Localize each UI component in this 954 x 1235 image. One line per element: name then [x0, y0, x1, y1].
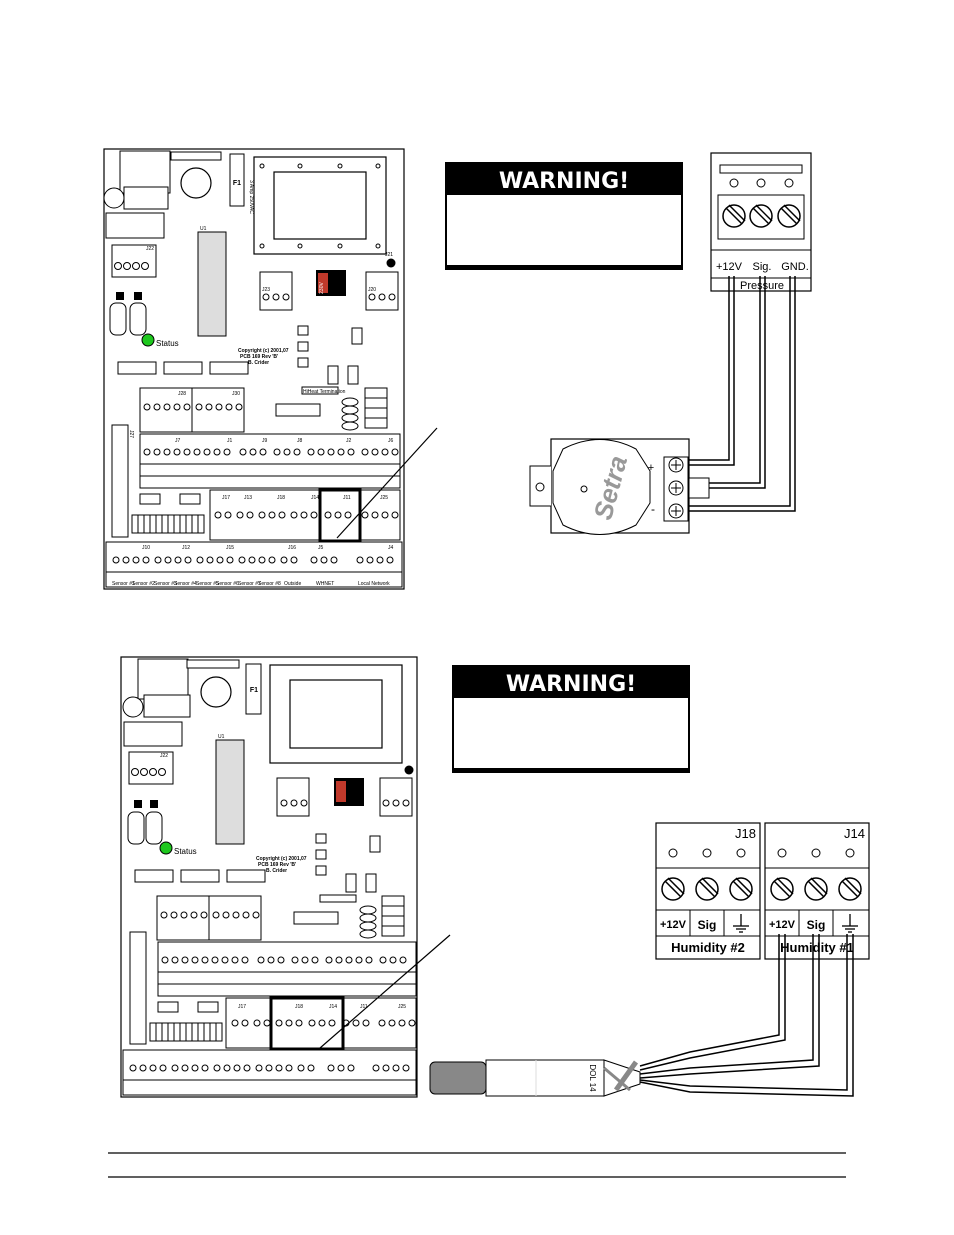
j14-sig-label: Sig — [807, 918, 826, 932]
humidity-wires — [639, 934, 854, 1097]
j11-label-bottom: J11 — [360, 1004, 368, 1010]
setra-plus-label: + — [648, 462, 654, 474]
copyright-3: B. Crider — [248, 360, 269, 366]
sensor-1-label: Sensor #1 — [112, 581, 135, 587]
status-label-bottom: Status — [174, 847, 197, 856]
j15-label: J15 — [226, 545, 234, 551]
sensor-4-label: Sensor #4 — [174, 581, 197, 587]
j17-label-bottom: J17 — [238, 1004, 246, 1010]
pointer-line-bottom — [319, 934, 451, 1049]
chip-label: U1 — [200, 226, 207, 232]
j20-label: J20 — [368, 287, 376, 293]
j30-label: J30 — [232, 391, 240, 397]
j28-label: J28 — [178, 391, 186, 397]
j14-title: Humidity #1 — [780, 940, 854, 955]
j11-label: J11 — [343, 495, 351, 501]
j7-label: J7 — [175, 438, 181, 444]
j1-label: J1 — [227, 438, 233, 444]
sensor-2-label: Sensor #2 — [132, 581, 155, 587]
ground-icon — [842, 914, 858, 933]
sensor-3-label: Sensor #3 — [154, 581, 177, 587]
j14-12v-label: +12V — [769, 919, 796, 931]
j9-label: J9 — [262, 438, 268, 444]
j8-label: J8 — [297, 438, 303, 444]
j18-sig-label: Sig — [698, 918, 717, 932]
warning-title-top: WARNING! — [499, 169, 629, 194]
j21-label: J21 — [385, 252, 393, 258]
j18-label-bottom: J18 — [295, 1004, 303, 1010]
pressure-title: Pressure — [740, 280, 784, 292]
setra-pressure-sensor: Setra + - — [529, 438, 710, 535]
j16-label: J16 — [288, 545, 296, 551]
j14-connector-label: J14 — [844, 826, 865, 841]
j18-label: J18 — [277, 495, 285, 501]
sensor-7-label: Sensor #7 — [238, 581, 261, 587]
ground-icon — [733, 914, 749, 933]
j25-label: J25 — [380, 495, 388, 501]
pressure-terminal-block: +12V Sig. GND. Pressure — [710, 152, 812, 292]
j6-label: J6 — [388, 438, 394, 444]
j25-label-bottom: J25 — [398, 1004, 406, 1010]
control-board-bottom: F1 U1 J22 Status Copyright (c) 2001,07 P… — [120, 656, 418, 1098]
j27-label: J27 — [128, 430, 134, 438]
copyright-3-bottom: B. Crider — [266, 868, 287, 874]
j17-label: J17 — [222, 495, 230, 501]
pointer-line-top — [336, 427, 438, 539]
j22-label-bottom: J22 — [160, 753, 168, 759]
warning-box-top: WARNING! — [445, 162, 683, 270]
j14-label: J14 — [311, 495, 319, 501]
status-label: Status — [156, 339, 179, 348]
j10-label: J10 — [142, 545, 150, 551]
whnet-label: WHNET — [316, 581, 334, 587]
j22-label: J22 — [146, 246, 154, 252]
humidity-probe: DOL 14 — [429, 1059, 641, 1097]
humidity-1-terminal-block: J14 +12V Sig Humidity #1 — [764, 822, 870, 960]
pressure-gnd-label: GND. — [781, 261, 809, 273]
j5-label: J5 — [318, 545, 324, 551]
fuse-label-bottom: F1 — [250, 687, 258, 694]
fuse-rating: 3 Amp 250VAC — [248, 180, 254, 214]
copyright-1-bottom: Copyright (c) 2001,07 — [256, 856, 307, 862]
j12-label: J12 — [182, 545, 190, 551]
warning-box-bottom: WARNING! — [452, 665, 690, 773]
status-led — [141, 333, 155, 347]
setra-minus-label: - — [651, 502, 655, 516]
pressure-wires — [682, 276, 796, 512]
hiheat-label: HiHeat Termination — [303, 389, 346, 395]
j18-12v-label: +12V — [660, 919, 687, 931]
j4-label: J4 — [388, 545, 394, 551]
outside-label: Outside — [284, 581, 301, 587]
pressure-sig-label: Sig. — [753, 261, 772, 273]
fuse-label: F1 — [233, 180, 241, 187]
j18-connector-label: J18 — [735, 826, 756, 841]
pressure-12v-label: +12V — [716, 261, 743, 273]
j23-label: J23 — [262, 287, 270, 293]
status-led-bottom — [159, 841, 173, 855]
probe-label: DOL 14 — [588, 1064, 597, 1092]
j2-label: J2 — [346, 438, 352, 444]
local-network-label: Local Network — [358, 581, 390, 587]
copyright-1: Copyright (c) 2001,07 — [238, 348, 289, 354]
j18-title: Humidity #2 — [671, 940, 745, 955]
j13-label: J13 — [244, 495, 252, 501]
sensor-5-label: Sensor #5 — [196, 581, 219, 587]
voltage-switch-label: 230V — [319, 282, 325, 294]
copyright-2-bottom: PCB 169 Rev 'B' — [258, 862, 296, 868]
j14-label-bottom: J14 — [329, 1004, 337, 1010]
control-board-top: F1 3 Amp 250VAC U1 J22 J23 J20 J21 230V — [103, 148, 405, 590]
sensor-8-label: Sensor #8 — [258, 581, 281, 587]
sensor-6-label: Sensor #6 — [216, 581, 239, 587]
chip-label-bottom: U1 — [218, 734, 225, 740]
warning-title-bottom: WARNING! — [506, 672, 636, 697]
copyright-2: PCB 169 Rev 'B' — [240, 354, 278, 360]
humidity-2-terminal-block: J18 +12V Sig Humidity #2 — [655, 822, 761, 960]
